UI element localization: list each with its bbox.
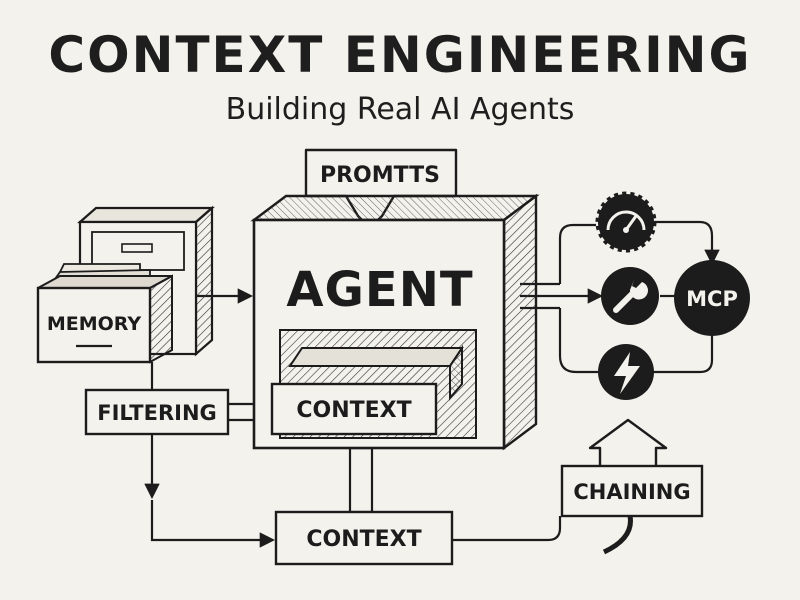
context-inner-node: CONTEXT — [270, 382, 438, 436]
agent-context-stem — [348, 446, 374, 514]
agent-top-face — [250, 194, 540, 222]
context-to-chaining-path — [452, 516, 562, 542]
connectors — [144, 220, 720, 548]
page-subtitle: Building Real AI Agents — [225, 92, 575, 127]
filtering-to-context-path — [150, 500, 276, 548]
gauge-icon — [595, 191, 657, 253]
lightning-to-mcp-path — [652, 336, 714, 374]
page-title: CONTEXT ENGINEERING — [48, 26, 752, 84]
prompts-label: PROMTTS — [320, 163, 440, 188]
context-bottom-node: CONTEXT — [274, 510, 454, 566]
agent-to-lightning-path — [558, 308, 598, 374]
agent-right-face — [502, 193, 538, 451]
wrench-icon — [601, 267, 659, 325]
memory-node: MEMORY — [36, 205, 215, 364]
chaining-node: CHAINING — [560, 464, 704, 518]
lightning-icon — [598, 344, 654, 400]
chaining-up-arrow — [588, 418, 668, 470]
memory-label: MEMORY — [47, 313, 142, 335]
gauge-to-mcp-arrow — [654, 220, 720, 266]
filtering-label: FILTERING — [97, 401, 217, 425]
agent-to-gauge-path — [558, 223, 596, 284]
chaining-tail-curve — [602, 515, 633, 555]
mcp-node: MCP — [674, 260, 750, 336]
prompts-node: PROMTTS — [304, 148, 458, 230]
agent-node: AGENT — [250, 193, 540, 451]
context-bottom-label: CONTEXT — [306, 527, 421, 552]
agent-label: AGENT — [286, 262, 473, 318]
filtering-node: FILTERING — [84, 388, 230, 436]
context-inner-label: CONTEXT — [296, 398, 411, 423]
agent-tray-slab — [288, 347, 464, 367]
memory-drawer-front — [36, 286, 152, 364]
mcp-label: MCP — [686, 287, 738, 311]
chaining-label: CHAINING — [573, 480, 690, 504]
